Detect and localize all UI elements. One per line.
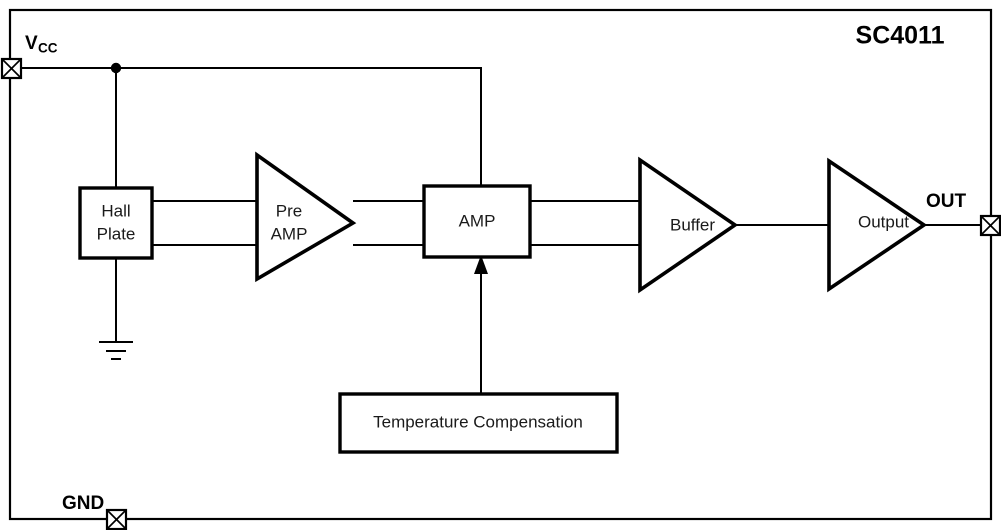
hall-plate-label-line2: Plate <box>97 224 136 243</box>
package-outline <box>8 8 993 521</box>
pin-gnd[interactable]: GND <box>62 493 128 530</box>
arrowhead-tempcomp-to-amp <box>474 255 488 274</box>
ground-symbol <box>99 341 133 360</box>
junction-dot-vcc <box>110 62 122 74</box>
pre-amp-label-line2: AMP <box>271 224 308 243</box>
block-amp[interactable]: AMP <box>422 184 532 259</box>
hall-plate-label-line1: Hall <box>101 201 130 220</box>
pin-out[interactable]: OUT <box>926 191 1001 237</box>
wiring-layer <box>21 67 991 395</box>
gnd-pin-label: GND <box>62 493 104 514</box>
block-output-stage[interactable]: Output <box>827 157 928 293</box>
block-buffer[interactable]: Buffer <box>638 156 739 294</box>
vcc-pin-label: V <box>25 33 38 54</box>
output-stage-label: Output <box>858 212 909 231</box>
buffer-label: Buffer <box>670 215 715 234</box>
pre-amp-label-line1: Pre <box>276 201 302 220</box>
temperature-compensation-box[interactable] <box>338 392 619 454</box>
amp-label: AMP <box>459 211 496 230</box>
pin-vcc[interactable]: V CC <box>0 33 58 80</box>
output-triangle[interactable] <box>827 157 928 293</box>
block-temperature-compensation[interactable]: Temperature Compensation <box>338 392 619 454</box>
part-number-label: SC4011 <box>856 22 945 50</box>
block-pre-amp[interactable]: Pre AMP <box>255 151 357 283</box>
out-pin-label: OUT <box>926 191 967 212</box>
temperature-compensation-label: Temperature Compensation <box>373 412 583 431</box>
buffer-triangle[interactable] <box>638 156 739 294</box>
hall-plate-box[interactable] <box>78 186 154 260</box>
amp-box[interactable] <box>422 184 532 259</box>
pre-amp-triangle[interactable] <box>255 151 357 283</box>
vcc-pin-sublabel: CC <box>38 41 58 56</box>
block-hall-plate[interactable]: Hall Plate <box>78 186 154 260</box>
